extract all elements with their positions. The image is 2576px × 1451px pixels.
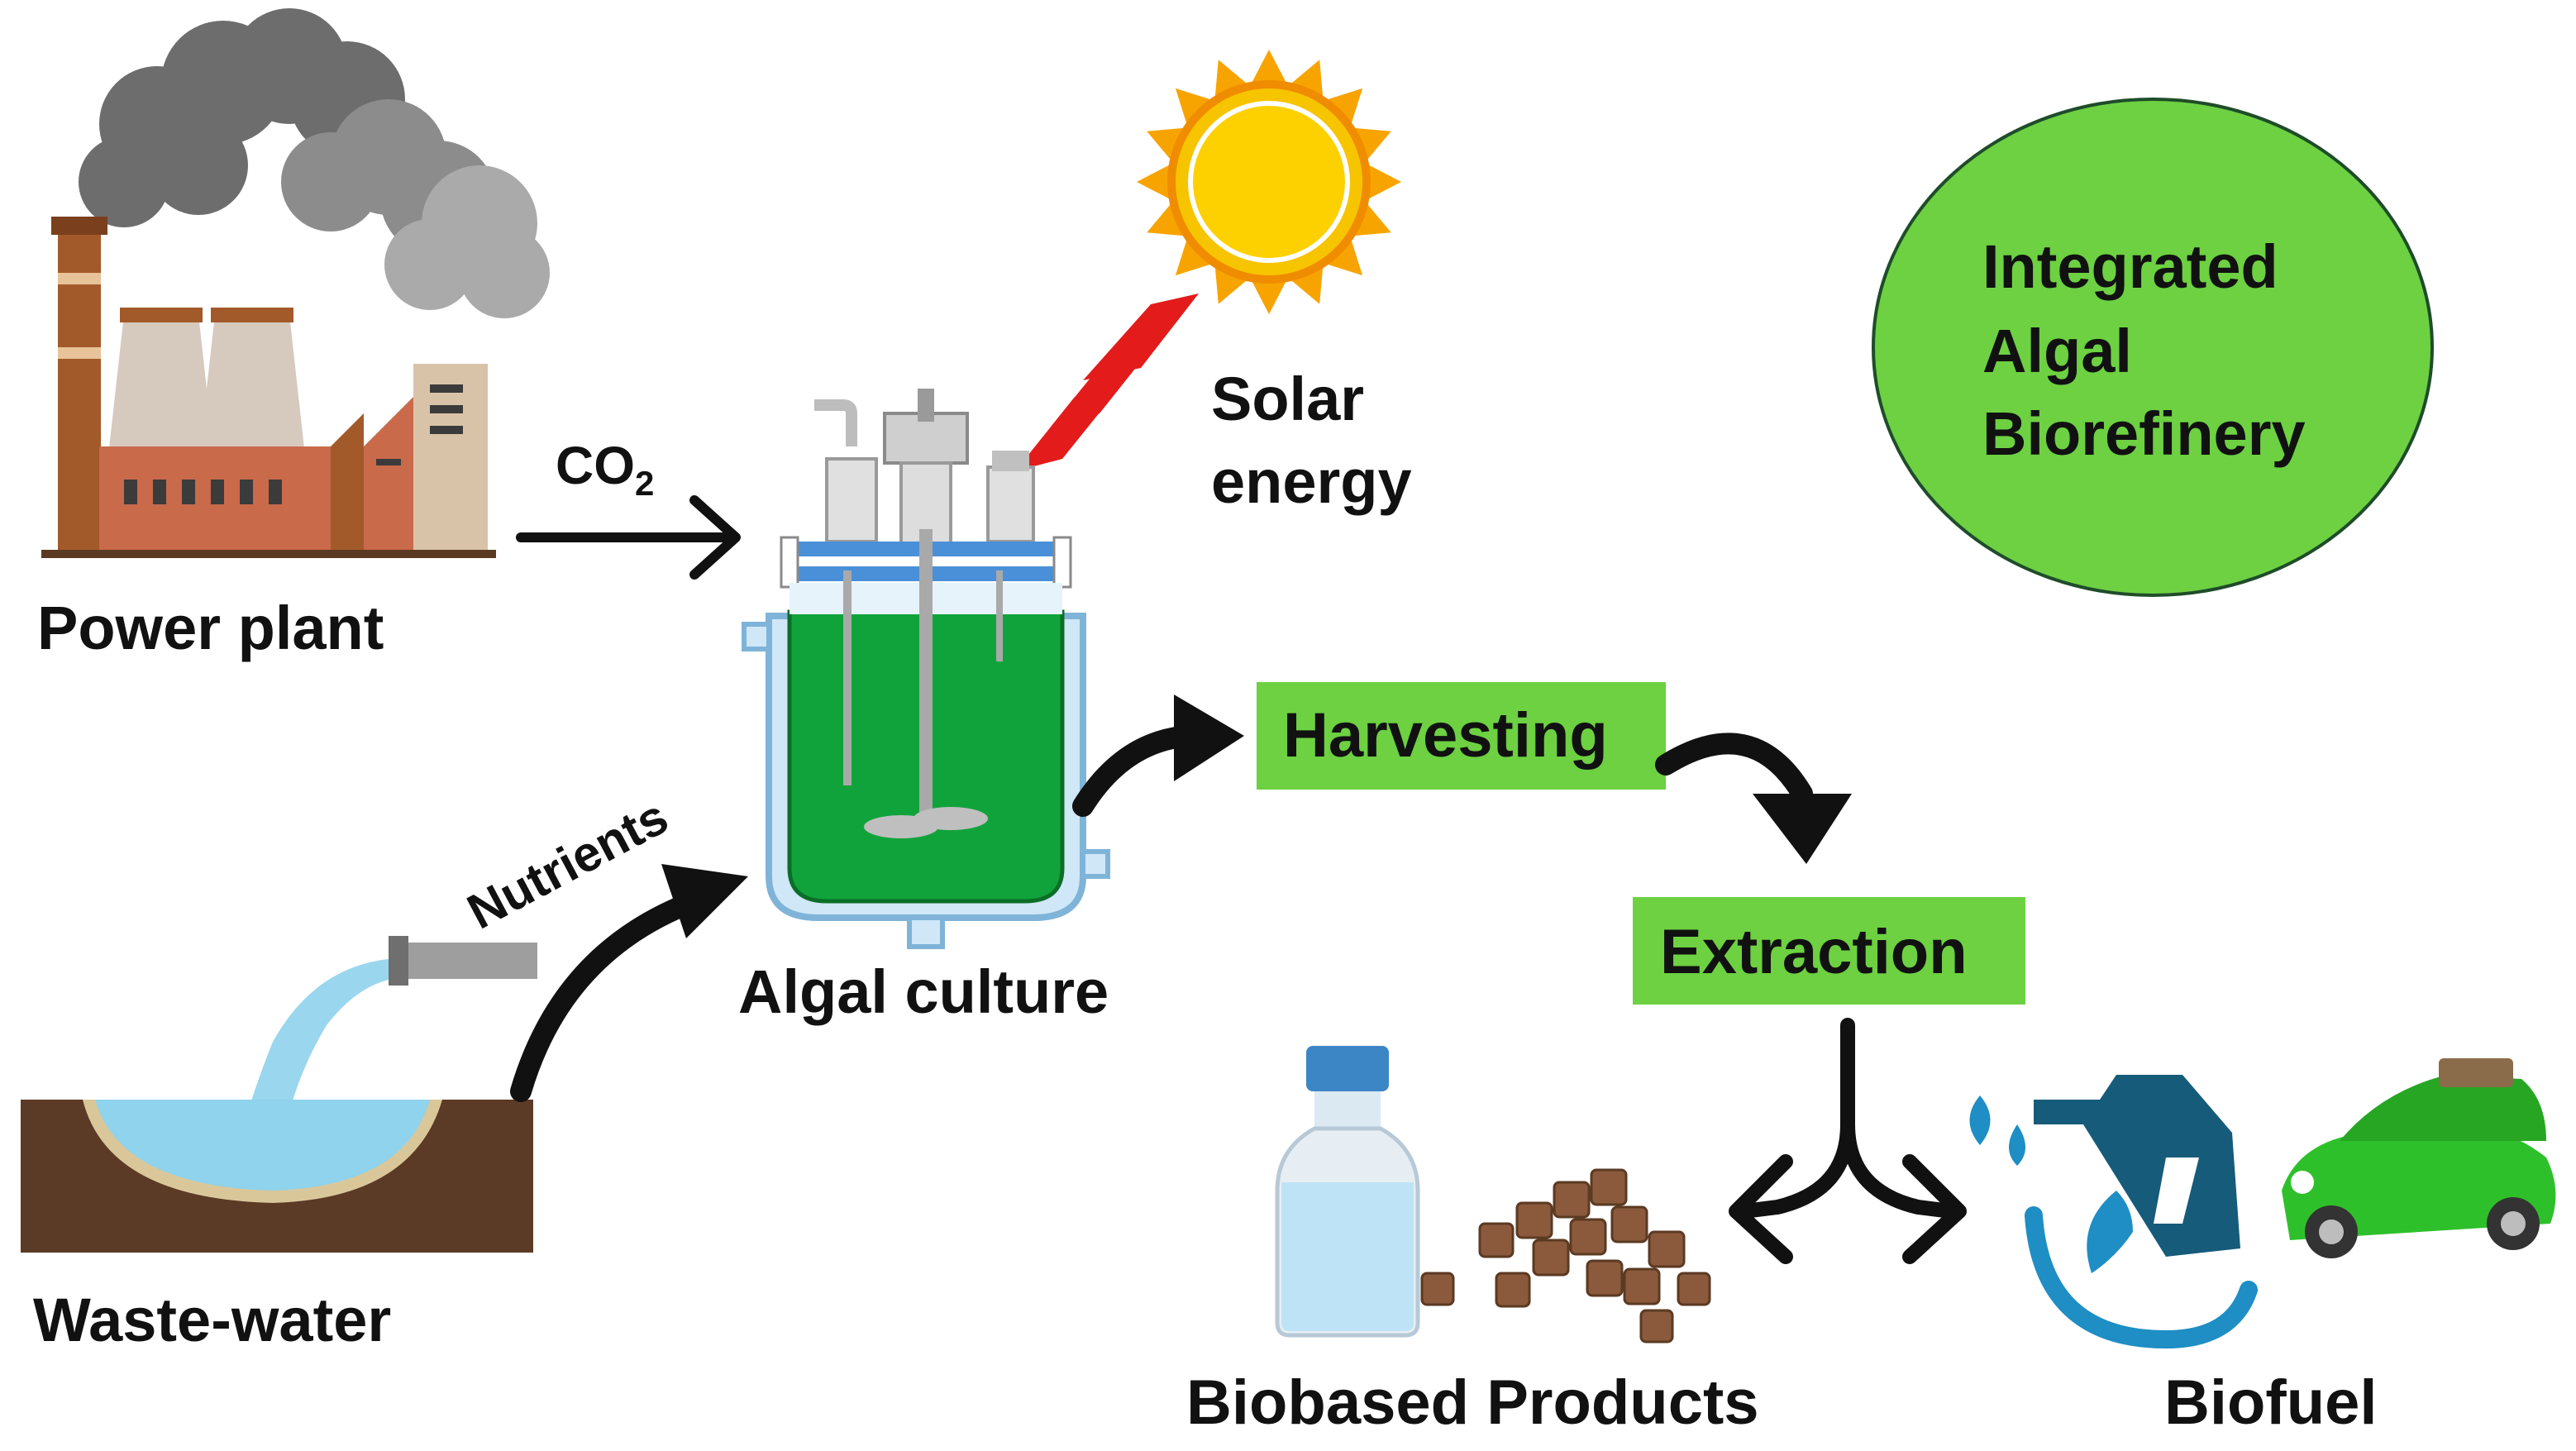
co2-arrow	[516, 495, 741, 580]
car-icon	[2282, 1058, 2556, 1258]
fuel-pump-icon	[1969, 1075, 2258, 1349]
bioreactor-icon	[742, 389, 1110, 949]
power-plant-icon	[41, 8, 550, 558]
solar-energy-label-1: Solar	[1211, 365, 1364, 433]
wastewater-pipe-icon	[21, 936, 537, 1253]
split-arrow	[1729, 1018, 1967, 1264]
title-line-2: Algal	[1982, 317, 2132, 385]
nutrients-arrow	[510, 864, 748, 1102]
extraction-arrow-in	[1655, 733, 1852, 864]
waste-water-label: Waste-water	[33, 1286, 391, 1354]
title-circle	[1872, 98, 2434, 597]
extraction-label: Extraction	[1660, 917, 1968, 987]
power-plant-label: Power plant	[37, 594, 384, 662]
sun-icon	[1137, 50, 1401, 314]
co2-label: CO2	[556, 436, 654, 503]
algal-culture-label: Algal culture	[738, 957, 1109, 1026]
extraction-box	[1633, 897, 2025, 1005]
biobased-products-label: Biobased Products	[1186, 1367, 1759, 1438]
harvesting-box	[1257, 682, 1666, 790]
title-line-1: Integrated	[1982, 232, 2278, 301]
harvesting-label: Harvesting	[1283, 700, 1608, 771]
bottle-icon	[1275, 1046, 1420, 1338]
harvesting-arrow-in	[1072, 694, 1244, 817]
solar-energy-label-2: energy	[1211, 447, 1412, 516]
solar-energy-arrow	[1015, 294, 1199, 471]
biofuel-label: Biofuel	[2164, 1367, 2378, 1438]
title-line-3: Biorefinery	[1982, 399, 2306, 468]
biomass-pellets-icon	[1420, 1168, 1711, 1344]
